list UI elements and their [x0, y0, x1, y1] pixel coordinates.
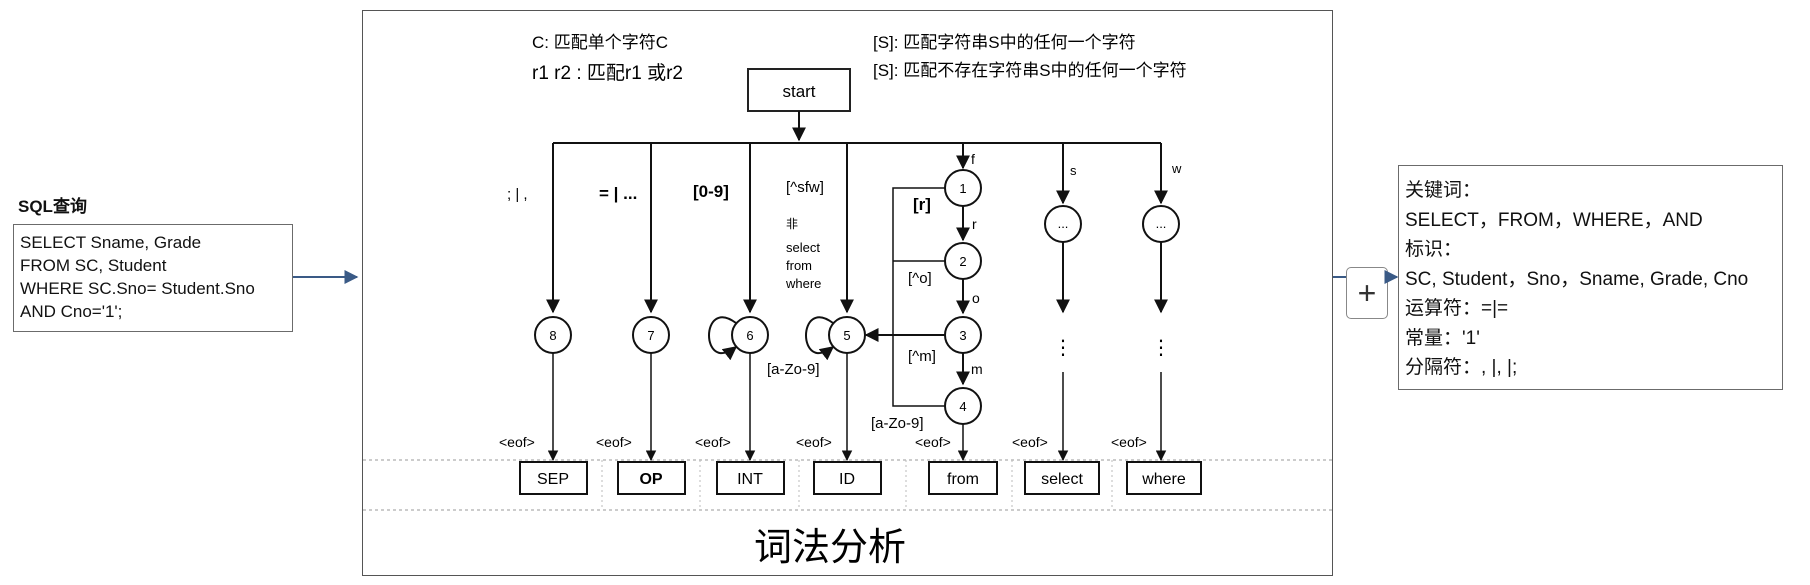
lexical-analysis-title: 词法分析 — [754, 527, 906, 569]
eof-label: <eof> — [1012, 434, 1048, 450]
summary-line: 运算符：=|= — [1405, 298, 1509, 319]
op-branch-label: = | ... — [599, 184, 637, 203]
token-op — [617, 461, 686, 495]
start-node — [747, 68, 851, 112]
token-id-label: ID — [839, 471, 855, 488]
state-3-label: 3 — [959, 328, 966, 343]
eof-label: <eof> — [695, 434, 731, 450]
id-word-from: from — [786, 258, 812, 273]
s-branch-label: s — [1070, 163, 1077, 178]
state-5-label: 5 — [843, 328, 850, 343]
token-select-label: select — [1041, 471, 1083, 488]
r-edge-label: r — [972, 216, 977, 232]
state-1-label: 1 — [959, 181, 966, 196]
sql-query-box: SELECT Sname, Grade FROM SC, Student WHE… — [13, 224, 293, 332]
id-not-label: 非 — [786, 217, 798, 231]
state-4-label: 4 — [959, 399, 966, 414]
not-m-label: [^m] — [908, 348, 936, 365]
summary-line: SC, Student，Sno，Sname, Grade, Cno — [1405, 268, 1749, 290]
token-id — [813, 461, 882, 495]
s-vdots: ⋮ — [1053, 337, 1073, 359]
eof-label: <eof> — [1111, 434, 1147, 450]
not-o-label: [^o] — [908, 270, 932, 287]
id-word-select: select — [786, 240, 820, 255]
f-branch-label: f — [971, 151, 975, 167]
eof-label: <eof> — [499, 434, 535, 450]
fallback-bracket — [892, 187, 945, 407]
token-from — [928, 461, 998, 495]
token-sep — [519, 461, 588, 495]
legend-alternation: r1 r2 : 匹配r1 或r2 — [532, 62, 683, 84]
state-w-label: ... — [1156, 216, 1167, 231]
state-s-label: ... — [1058, 216, 1069, 231]
legend-neg-char-class: [S]: 匹配不存在字符串S中的任何一个字符 — [873, 61, 1187, 80]
eof-label: <eof> — [796, 434, 832, 450]
o-edge-label: o — [972, 290, 980, 306]
summary-line: SELECT，FROM，WHERE，AND — [1405, 209, 1703, 231]
token-select — [1024, 461, 1100, 495]
token-where-label: where — [1141, 471, 1186, 488]
eof-label: <eof> — [915, 434, 951, 450]
sql-query-title: SQL查询 — [18, 197, 87, 216]
r-bracket-label: [r] — [913, 195, 931, 214]
s4-loop-label: [a-Zo-9] — [871, 415, 924, 432]
summary-line: 分隔符：, |, |; — [1405, 357, 1518, 378]
id-word-where: where — [785, 276, 821, 291]
token-where — [1126, 461, 1202, 495]
state-2-label: 2 — [959, 254, 966, 269]
add-button[interactable]: + — [1346, 267, 1388, 319]
token-summary-box: 关键词： SELECT，FROM，WHERE，AND 标识： SC, Stude… — [1398, 165, 1783, 390]
legend-single-char: C: 匹配单个字符C — [532, 33, 668, 52]
summary-line: 关键词： — [1405, 180, 1482, 201]
state-6-label: 6 — [746, 328, 753, 343]
id-branch-label: [^sfw] — [786, 179, 824, 196]
sql-line: AND Cno='1'; — [20, 302, 123, 321]
token-from-label: from — [947, 471, 979, 488]
legend-char-class: [S]: 匹配字符串S中的任何一个字符 — [873, 33, 1136, 52]
sql-line: WHERE SC.Sno= Student.Sno — [20, 279, 255, 298]
sep-branch-label: ; | , — [507, 186, 528, 203]
state-7-label: 7 — [647, 328, 654, 343]
eof-label: <eof> — [596, 434, 632, 450]
state-8-label: 8 — [549, 328, 556, 343]
token-int-label: INT — [737, 471, 763, 488]
token-sep-label: SEP — [537, 471, 569, 488]
state-6-self-loop — [708, 316, 738, 361]
sql-line: FROM SC, Student — [20, 256, 167, 275]
summary-line: 标识： — [1405, 239, 1463, 260]
start-label: start — [782, 82, 815, 101]
m-edge-label: m — [971, 361, 983, 377]
summary-line: 常量：'1' — [1405, 327, 1480, 349]
w-branch-label: w — [1171, 161, 1182, 176]
token-op-label: OP — [639, 471, 662, 488]
token-int — [716, 461, 785, 495]
sql-line: SELECT Sname, Grade — [20, 233, 202, 252]
id-loop-label: [a-Zo-9] — [767, 361, 820, 378]
int-branch-label: [0-9] — [693, 182, 729, 201]
w-vdots: ⋮ — [1151, 337, 1171, 359]
state-5-self-loop — [805, 316, 835, 361]
